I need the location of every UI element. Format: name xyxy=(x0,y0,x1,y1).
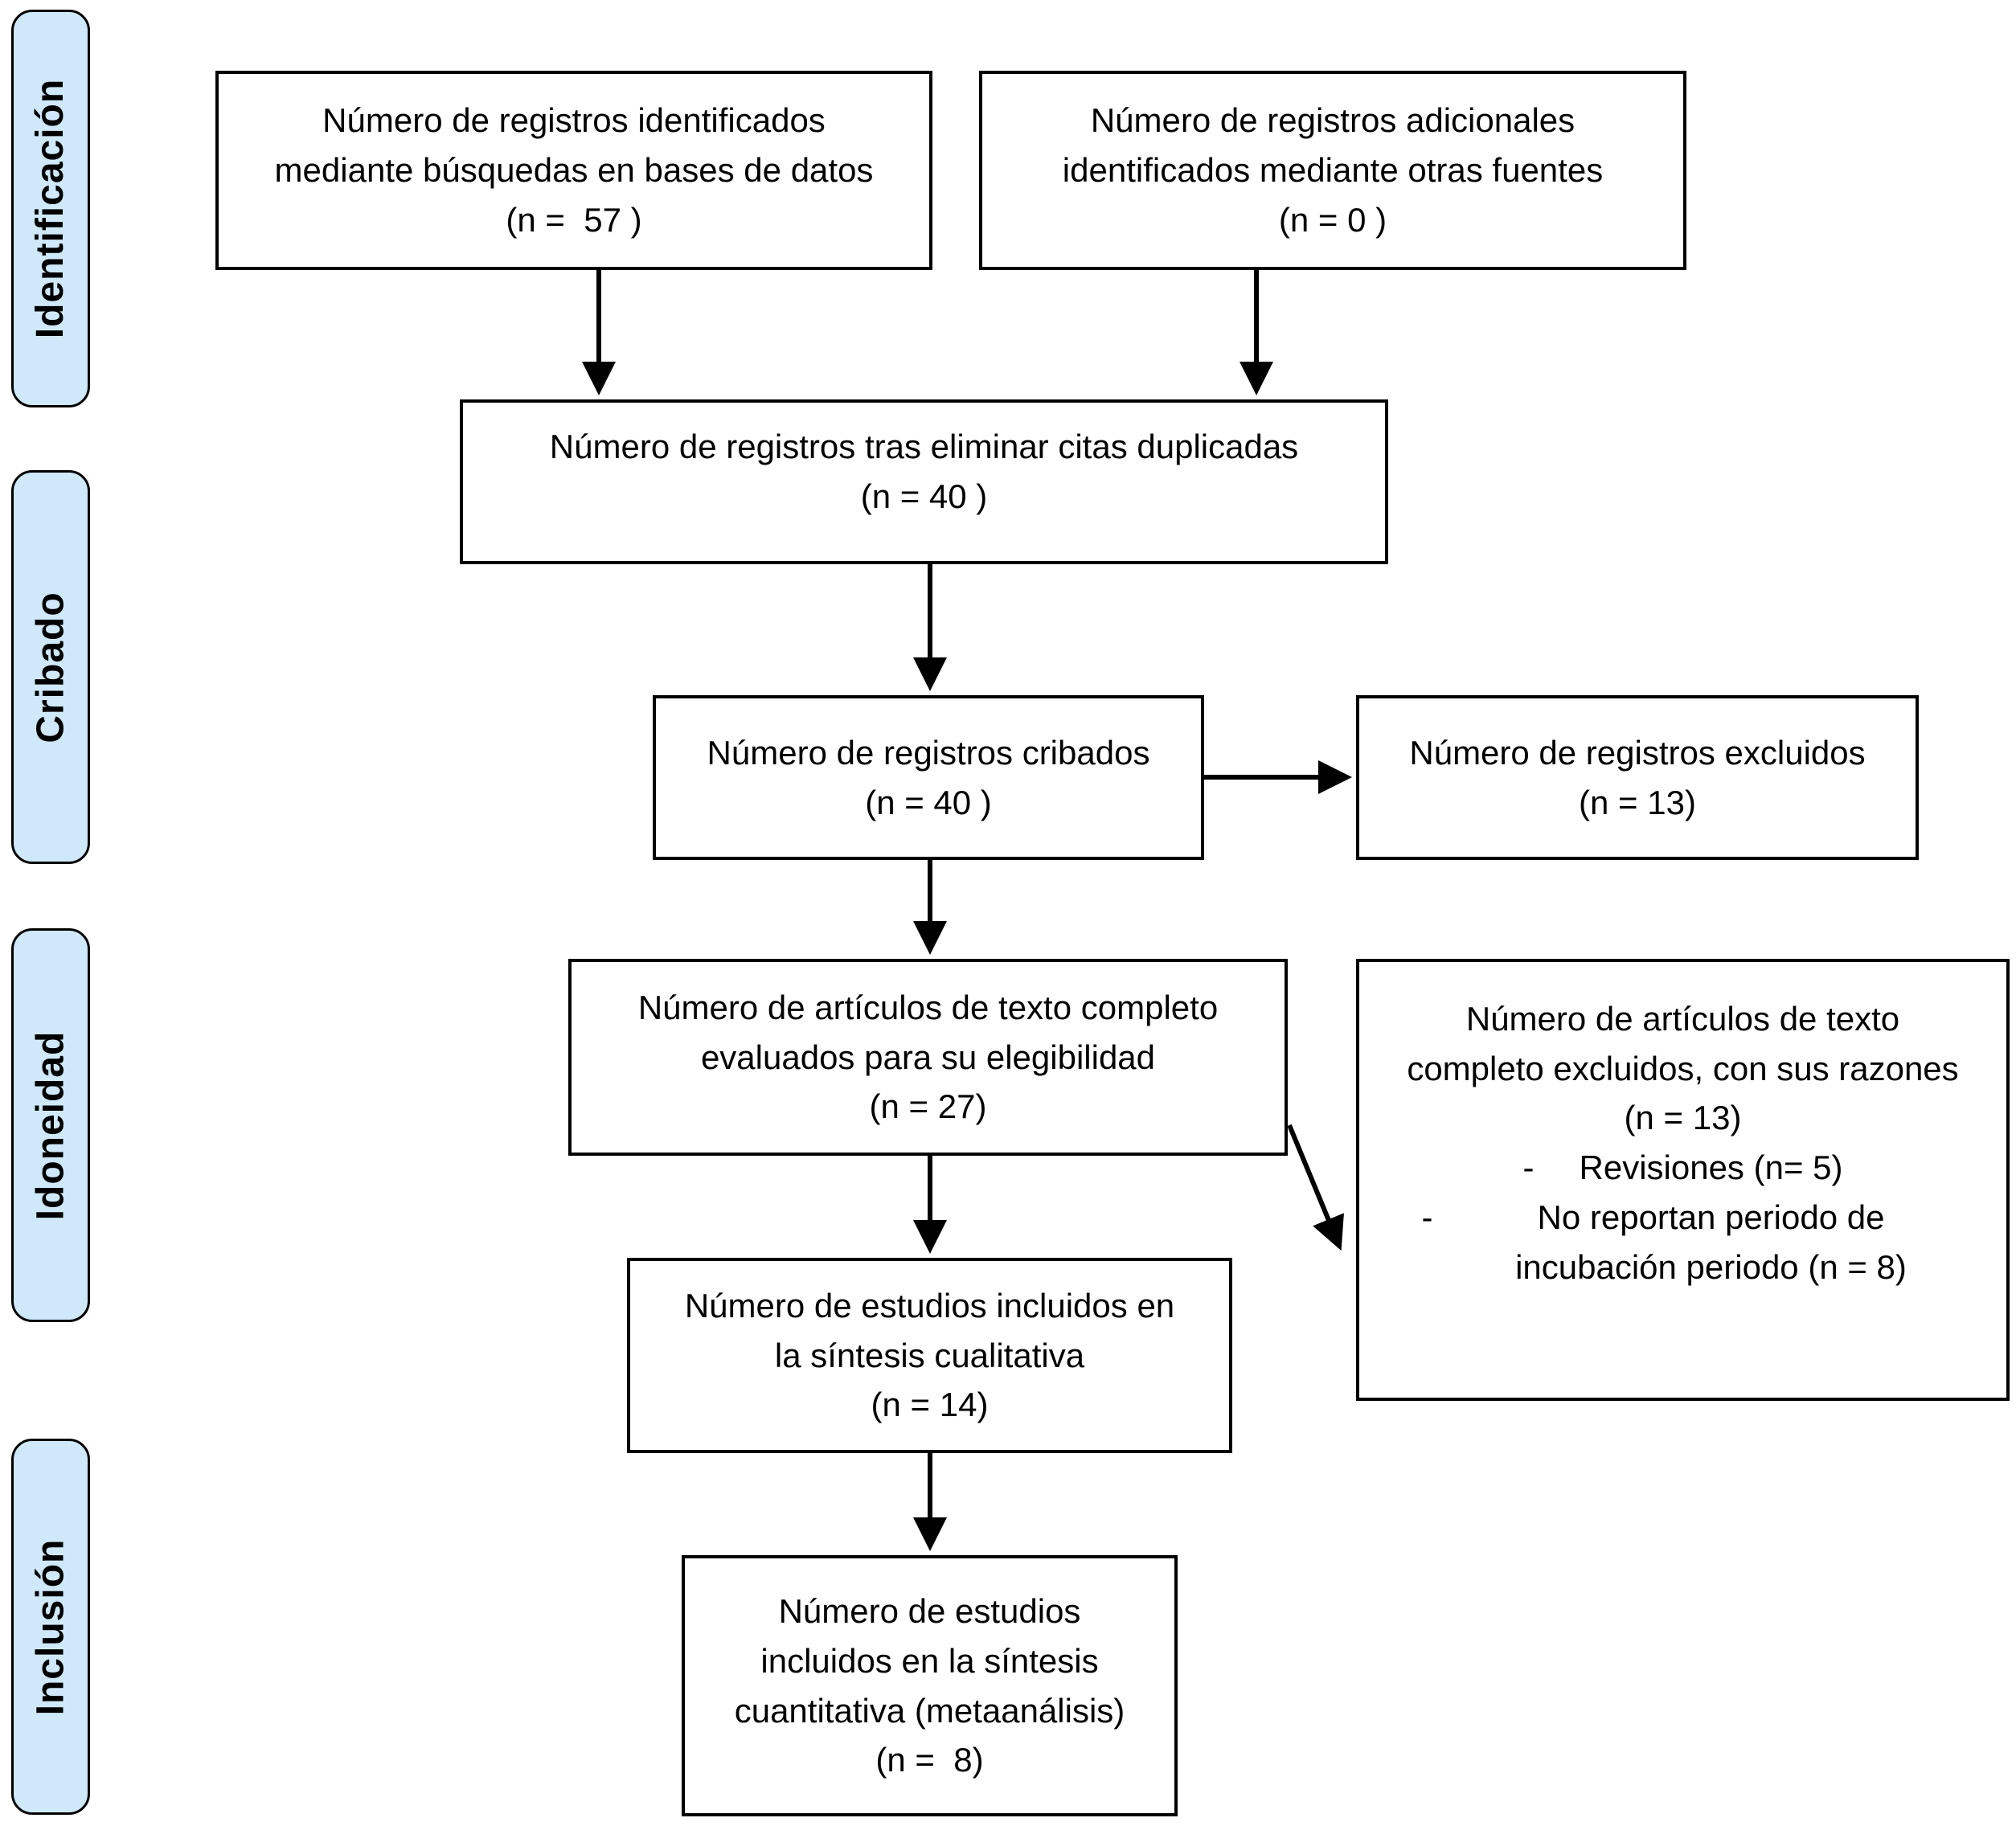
excluded-reason-incubacion-text: No reportan periodo de incubación period… xyxy=(1515,1198,1907,1286)
box-fulltext-assessed-line1: Número de artículos de texto completo xyxy=(637,988,1219,1026)
box-deduplicated-line1: Número de registros tras eliminar citas … xyxy=(549,427,1299,465)
box-quantitative-line2: incluidos en la síntesis xyxy=(760,1641,1099,1680)
box-identified-other-count: (n = 0 ) xyxy=(1278,200,1387,239)
box-quantitative-line1: Número de estudios xyxy=(778,1592,1081,1631)
stage-idoneidad: Idoneidad xyxy=(11,928,90,1322)
stage-inclusion: Inclusión xyxy=(11,1439,90,1815)
box-fulltext-excluded-count: (n = 13) xyxy=(1624,1099,1742,1137)
box-fulltext-excluded-line1: Número de artículos de texto xyxy=(1465,1000,1900,1038)
box-fulltext-excluded-line2: completo excluidos, con sus razones xyxy=(1407,1049,1959,1087)
box-identified-other: Número de registros adicionales identifi… xyxy=(979,71,1686,270)
box-identified-db-count: (n = 57 ) xyxy=(506,200,642,239)
box-qualitative-synthesis: Número de estudios incluidos en la sínte… xyxy=(627,1258,1232,1453)
box-screened: Número de registros cribados (n = 40 ) xyxy=(653,695,1204,860)
box-deduplicated: Número de registros tras eliminar citas … xyxy=(460,399,1388,564)
arrow-fulltext-to-fulltext-excluded xyxy=(1287,1124,1344,1251)
box-quantitative-count: (n = 8) xyxy=(875,1741,984,1779)
stage-cribado: Cribado xyxy=(11,470,90,864)
box-quantitative-line3: cuantitativa (metaanálisis) xyxy=(734,1691,1125,1730)
box-identified-other-line2: identificados mediante otras fuentes xyxy=(1062,151,1604,190)
excluded-reason-revisiones-text: Revisiones (n= 5) xyxy=(1579,1148,1843,1187)
box-qualitative-count: (n = 14) xyxy=(871,1386,989,1424)
box-fulltext-assessed-line2: evaluados para su elegibilidad xyxy=(700,1038,1156,1076)
box-quantitative-synthesis: Número de estudios incluidos en la sínte… xyxy=(682,1555,1178,1816)
box-identified-db-line1: Número de registros identificados xyxy=(322,101,826,140)
box-qualitative-line2: la síntesis cualitativa xyxy=(774,1336,1085,1374)
box-records-excluded-count: (n = 13) xyxy=(1579,783,1696,821)
excluded-reason-incubacion: - No reportan periodo de incubación peri… xyxy=(1422,1193,1944,1292)
stage-inclusion-label: Inclusión xyxy=(29,1538,72,1715)
box-records-excluded: Número de registros excluidos (n = 13) xyxy=(1356,695,1919,860)
box-fulltext-assessed-count: (n = 27) xyxy=(869,1087,987,1126)
stage-idoneidad-label: Idoneidad xyxy=(29,1030,72,1220)
box-identified-db-line2: mediante búsquedas en bases de datos xyxy=(274,151,874,190)
box-screened-line1: Número de registros cribados xyxy=(707,733,1150,772)
stage-identificacion: Identificación xyxy=(11,10,90,407)
excluded-reason-revisiones: - Revisiones (n= 5) xyxy=(1523,1143,1843,1193)
box-fulltext-assessed: Número de artículos de texto completo ev… xyxy=(568,959,1288,1156)
excluded-reason-revisiones-dash: - xyxy=(1522,1148,1535,1187)
excluded-reason-incubacion-dash: - xyxy=(1421,1198,1433,1236)
box-screened-count: (n = 40 ) xyxy=(865,783,992,821)
box-records-excluded-line1: Número de registros excluidos xyxy=(1409,733,1866,772)
stage-identificacion-label: Identificación xyxy=(29,78,72,339)
box-identified-db: Número de registros identificados median… xyxy=(215,71,932,270)
box-identified-other-line1: Número de registros adicionales xyxy=(1090,101,1576,140)
stage-cribado-label: Cribado xyxy=(29,591,72,743)
box-qualitative-line1: Número de estudios incluidos en xyxy=(684,1286,1175,1325)
box-deduplicated-count: (n = 40 ) xyxy=(860,477,988,515)
box-fulltext-excluded: Número de artículos de texto completo ex… xyxy=(1356,959,2010,1401)
